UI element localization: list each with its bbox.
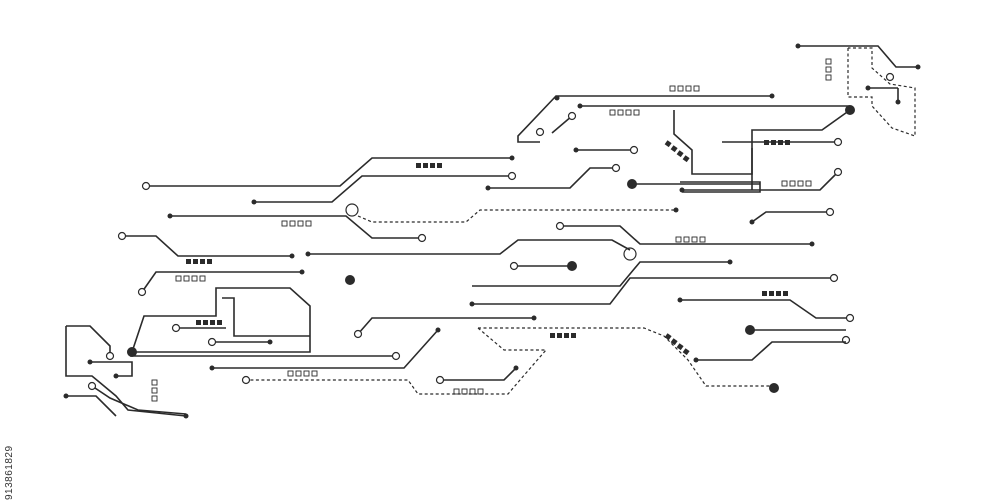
lower-center-traces	[130, 315, 851, 395]
stock-id-watermark: 913861829	[4, 445, 15, 500]
upper-left-traces	[117, 155, 835, 264]
pads-lower-center	[287, 333, 690, 395]
vertical-pads-top-right	[825, 58, 832, 81]
pads-top-center	[609, 85, 812, 187]
pads-upper-left	[186, 163, 442, 264]
top-center-traces	[517, 85, 855, 193]
middle-traces	[137, 221, 855, 323]
left-box-traces	[63, 287, 311, 419]
pads-middle	[175, 236, 788, 296]
top-right-traces	[795, 43, 921, 137]
pads-left	[151, 320, 222, 402]
